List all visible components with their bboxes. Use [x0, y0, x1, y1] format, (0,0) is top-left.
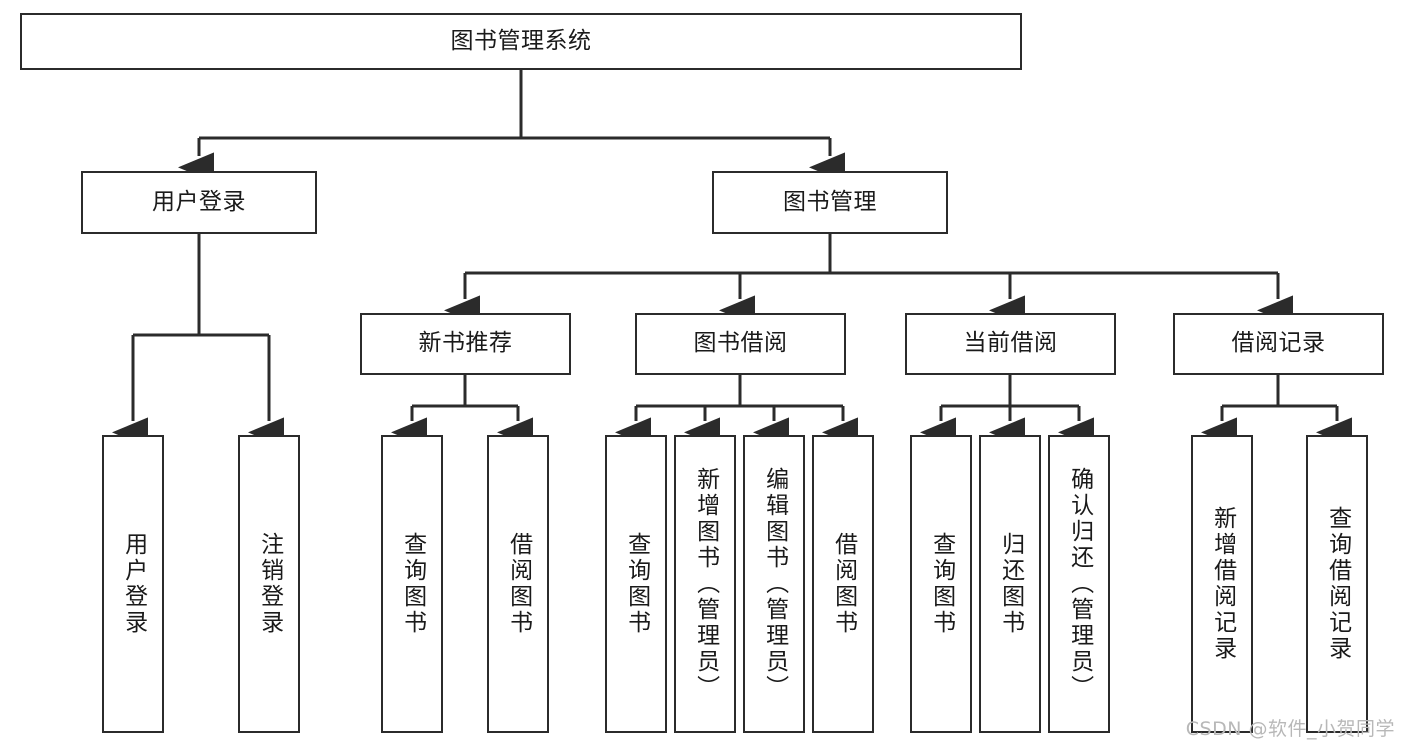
node-label: 查询借阅记录 [1324, 506, 1351, 662]
node-leaf-add-book[interactable]: 新增图书（管理员） [674, 435, 736, 733]
node-leaf-user-login[interactable]: 用户登录 [102, 435, 164, 733]
node-label: 借阅图书 [830, 532, 857, 636]
node-label: 查询图书 [928, 532, 955, 636]
node-label: 查询图书 [399, 532, 426, 636]
node-label: 查询图书 [623, 532, 650, 636]
node-book-manage[interactable]: 图书管理 [712, 171, 948, 234]
node-user-login[interactable]: 用户登录 [81, 171, 317, 234]
node-label: 借阅记录 [1231, 330, 1326, 357]
node-label: 新增图书（管理员） [692, 467, 719, 701]
node-new-book-recommendation[interactable]: 新书推荐 [360, 313, 571, 375]
node-borrow-record[interactable]: 借阅记录 [1173, 313, 1384, 375]
node-label: 归还图书 [997, 532, 1024, 636]
node-label: 注销登录 [256, 532, 283, 636]
node-label: 新书推荐 [418, 330, 513, 357]
node-leaf-query-borrow-record[interactable]: 查询借阅记录 [1306, 435, 1368, 733]
node-root-book-management-system[interactable]: 图书管理系统 [20, 13, 1022, 70]
node-leaf-edit-book[interactable]: 编辑图书（管理员） [743, 435, 805, 733]
node-label: 当前借阅 [963, 330, 1058, 357]
node-leaf-add-borrow-record[interactable]: 新增借阅记录 [1191, 435, 1253, 733]
csdn-watermark: CSDN @软件_小贺同学 [1185, 718, 1395, 740]
node-leaf-borrow-book-2[interactable]: 借阅图书 [812, 435, 874, 733]
node-label: 编辑图书（管理员） [761, 467, 788, 701]
node-leaf-query-book-3[interactable]: 查询图书 [910, 435, 972, 733]
node-label: 图书管理系统 [450, 27, 592, 54]
node-leaf-logout[interactable]: 注销登录 [238, 435, 300, 733]
node-label: 新增借阅记录 [1209, 506, 1236, 662]
node-current-borrow[interactable]: 当前借阅 [905, 313, 1116, 375]
node-label: 确认归还（管理员） [1066, 467, 1093, 701]
node-label: 用户登录 [152, 188, 246, 215]
node-label: 借阅图书 [505, 532, 532, 636]
node-label: 图书管理 [783, 188, 877, 215]
node-label: 用户登录 [120, 532, 147, 636]
node-leaf-return-book[interactable]: 归还图书 [979, 435, 1041, 733]
node-leaf-query-book-2[interactable]: 查询图书 [605, 435, 667, 733]
node-leaf-confirm-return[interactable]: 确认归还（管理员） [1048, 435, 1110, 733]
node-book-borrow[interactable]: 图书借阅 [635, 313, 846, 375]
node-leaf-borrow-book-1[interactable]: 借阅图书 [487, 435, 549, 733]
node-leaf-query-book-1[interactable]: 查询图书 [381, 435, 443, 733]
node-label: 图书借阅 [693, 330, 788, 357]
